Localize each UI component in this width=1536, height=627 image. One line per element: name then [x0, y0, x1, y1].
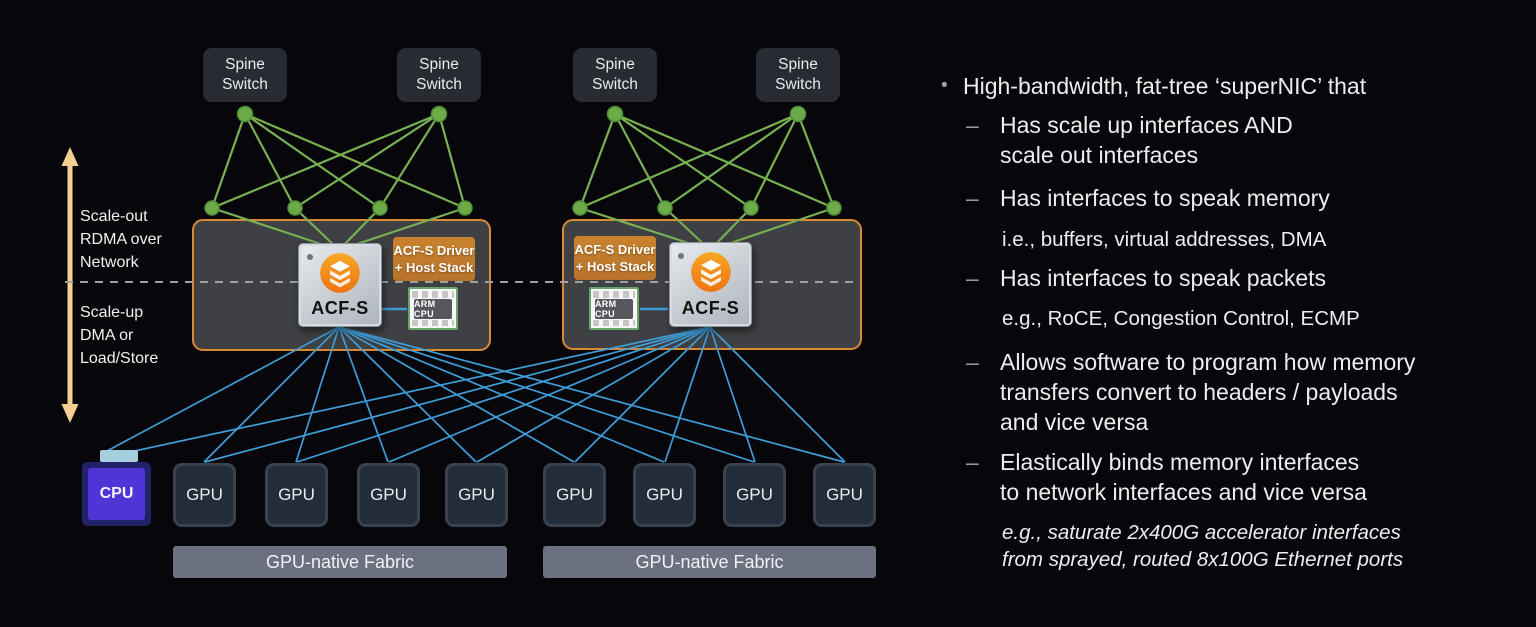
- cpu-connector-tab: [100, 450, 138, 462]
- gpu-fabric-bar-right: GPU-native Fabric: [543, 546, 876, 578]
- gpu-box-3: GPU: [357, 463, 420, 527]
- scale-out-label: Scale-out RDMA over Network: [80, 208, 162, 271]
- dash-marker: –: [966, 449, 979, 475]
- gpu-box-8: GPU: [813, 463, 876, 527]
- arm-cpu-label: ARM CPU: [595, 298, 633, 319]
- bullet-marker: •: [941, 75, 948, 96]
- panel-note: i.e., buffers, virtual addresses, DMA: [1002, 228, 1327, 251]
- panel-item: – Has interfaces to speak memory: [935, 183, 1525, 213]
- gpu-box-7: GPU: [723, 463, 786, 527]
- acf-driver-box-right: ACF-S Driver + Host Stack: [574, 236, 656, 280]
- arm-cpu-label: ARM CPU: [414, 298, 452, 319]
- green-port-dots: [204, 105, 842, 216]
- panel-item: – Elastically binds memory interfaces to…: [935, 447, 1525, 507]
- gpu-box-5: GPU: [543, 463, 606, 527]
- chip-label: ACF-S: [681, 298, 740, 318]
- chip-pads: [593, 319, 635, 326]
- gpu-box-1: GPU: [173, 463, 236, 527]
- panel-item: – Allows software to program how memory …: [935, 347, 1525, 437]
- notes-panel: • High-bandwidth, fat-tree ‘superNIC’ th…: [935, 62, 1525, 573]
- chip-pin1-dot: [678, 253, 684, 259]
- gpu-box-2: GPU: [265, 463, 328, 527]
- spine-switch-label: Spine Switch: [592, 56, 638, 93]
- spine-switch-1: Spine Switch: [203, 48, 287, 102]
- panel-heading: High-bandwidth, fat-tree ‘superNIC’ that: [963, 73, 1367, 99]
- chip-pads: [593, 291, 635, 298]
- chip-pads: [412, 319, 454, 326]
- spine-switch-label: Spine Switch: [222, 56, 268, 93]
- scale-arrow: [61, 147, 79, 423]
- arm-cpu-module-right: ARM CPU: [589, 287, 639, 330]
- spine-switch-3: Spine Switch: [573, 48, 657, 102]
- gpu-box-6: GPU: [633, 463, 696, 527]
- arm-cpu-module-left: ARM CPU: [408, 287, 458, 330]
- chip-pads: [412, 291, 454, 298]
- cpu-box: CPU: [82, 462, 151, 526]
- gpu-box-4: GPU: [445, 463, 508, 527]
- panel-note: e.g., RoCE, Congestion Control, ECMP: [1002, 307, 1360, 330]
- dash-marker: –: [966, 349, 979, 375]
- gpu-fabric-bar-left: GPU-native Fabric: [173, 546, 507, 578]
- acf-logo-icon: [319, 252, 361, 299]
- spine-switch-4: Spine Switch: [756, 48, 840, 102]
- acf-driver-box-left: ACF-S Driver + Host Stack: [393, 237, 475, 281]
- panel-note-italic: e.g., saturate 2x400G accelerator interf…: [1002, 521, 1404, 571]
- dash-marker: –: [966, 265, 979, 291]
- acf-s-chip-right: ACF-S: [669, 242, 752, 327]
- dash-marker: –: [966, 185, 979, 211]
- acf-logo-icon: [690, 251, 732, 298]
- spine-switch-label: Spine Switch: [416, 56, 462, 93]
- panel-item: – Has scale up interfaces AND scale out …: [935, 110, 1525, 170]
- dash-marker: –: [966, 112, 979, 138]
- scale-up-label: Scale-up DMA or Load/Store: [80, 304, 159, 367]
- acf-s-chip-left: ACF-S: [298, 243, 382, 327]
- chip-pin1-dot: [307, 254, 313, 260]
- spine-switch-label: Spine Switch: [775, 56, 821, 93]
- cpu-label: CPU: [88, 468, 145, 520]
- heading-row: • High-bandwidth, fat-tree ‘superNIC’ th…: [935, 71, 1525, 101]
- chip-label: ACF-S: [311, 298, 369, 318]
- panel-item: – Has interfaces to speak packets: [935, 263, 1525, 293]
- spine-switch-2: Spine Switch: [397, 48, 481, 102]
